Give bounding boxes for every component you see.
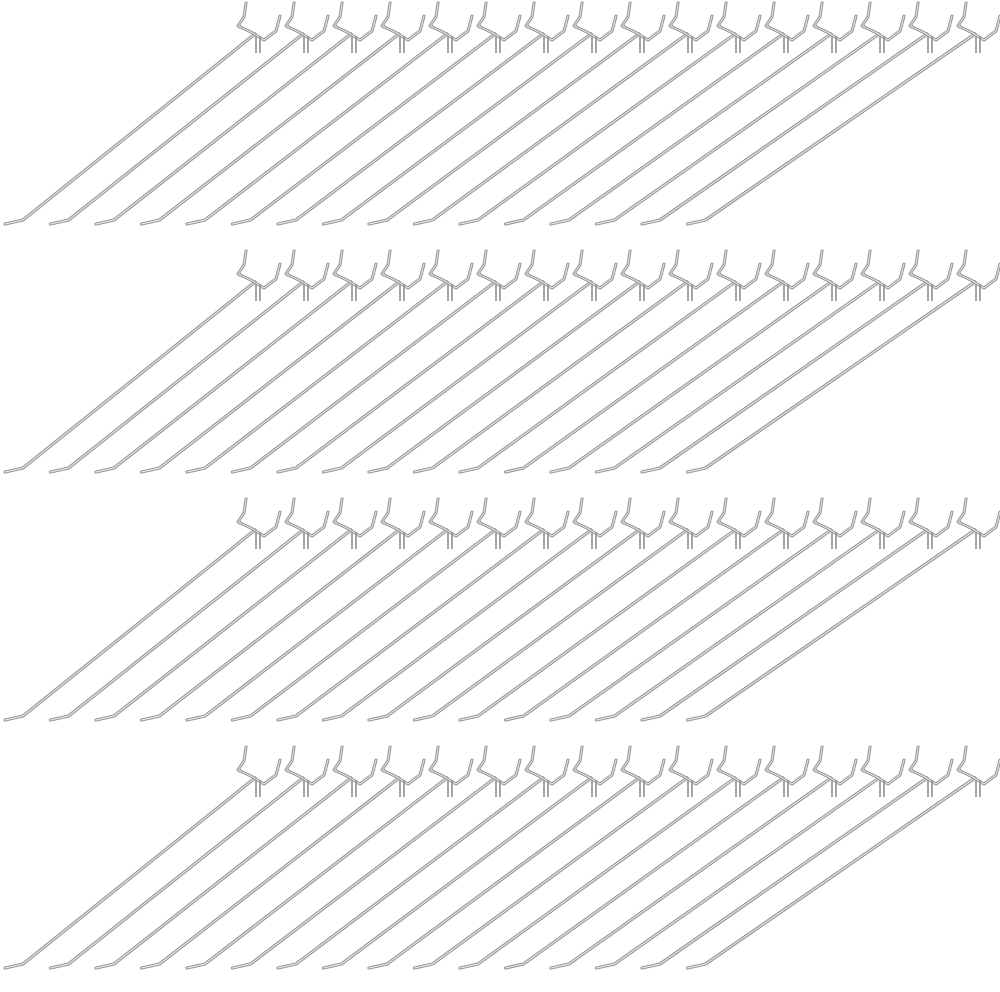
pegboard-hook	[230, 497, 522, 722]
pegboard-hook	[48, 497, 330, 722]
pegboard-hook	[321, 1, 618, 226]
pegboard-hook	[139, 1, 426, 226]
pegboard-hook	[139, 745, 426, 970]
pegboard-hook	[685, 1, 1000, 226]
pegboard-hook	[230, 249, 522, 474]
pegboard-hook	[139, 249, 426, 474]
pegboard-hook	[685, 497, 1000, 722]
pegboard-hook	[594, 497, 906, 722]
pegboard-hook	[685, 745, 1000, 970]
hook-row	[3, 497, 1000, 722]
pegboard-hook	[3, 497, 282, 722]
pegboard-hook	[3, 249, 282, 474]
pegboard-hook	[230, 1, 522, 226]
pegboard-hook	[412, 249, 714, 474]
pegboard-hook	[321, 249, 618, 474]
pegboard-hook	[185, 249, 474, 474]
pegboard-hook	[412, 497, 714, 722]
pegboard-hook	[640, 1, 954, 226]
pegboard-hook	[594, 1, 906, 226]
pegboard-hook	[276, 745, 570, 970]
pegboard-hook	[503, 497, 810, 722]
pegboard-hook	[458, 249, 762, 474]
pegboard-hook	[94, 249, 378, 474]
pegboard-hook	[94, 497, 378, 722]
pegboard-hook	[48, 249, 330, 474]
pegboard-hook	[367, 249, 666, 474]
hook-row	[3, 1, 1000, 226]
pegboard-hook	[685, 249, 1000, 474]
pegboard-hook	[412, 1, 714, 226]
pegboard-hook	[48, 745, 330, 970]
hook-row	[3, 745, 1000, 970]
pegboard-hook	[321, 745, 618, 970]
hook-row	[3, 249, 1000, 474]
pegboard-hook	[3, 745, 282, 970]
pegboard-hook	[3, 1, 282, 226]
pegboard-hook	[458, 1, 762, 226]
pegboard-hook	[185, 1, 474, 226]
pegboard-hook	[48, 1, 330, 226]
pegboard-hook	[276, 497, 570, 722]
pegboard-hook	[276, 249, 570, 474]
pegboard-hook	[367, 745, 666, 970]
pegboard-hook	[549, 1, 858, 226]
pegboard-hook	[640, 249, 954, 474]
pegboard-hook	[549, 497, 858, 722]
pegboard-hook	[640, 745, 954, 970]
pegboard-hook	[230, 745, 522, 970]
pegboard-hook	[503, 1, 810, 226]
pegboard-hook	[321, 497, 618, 722]
pegboard-hook	[185, 497, 474, 722]
pegboard-hook	[503, 249, 810, 474]
pegboard-hook	[94, 745, 378, 970]
pegboard-hook	[185, 745, 474, 970]
pegboard-hook	[458, 745, 762, 970]
pegboard-hook	[549, 745, 858, 970]
pegboard-hook	[458, 497, 762, 722]
pegboard-hook	[412, 745, 714, 970]
pegboard-hook	[594, 249, 906, 474]
pegboard-hook	[549, 249, 858, 474]
pegboard-hook	[139, 497, 426, 722]
pegboard-hook	[503, 745, 810, 970]
pegboard-hook	[94, 1, 378, 226]
pegboard-hook	[367, 497, 666, 722]
pegboard-hook	[367, 1, 666, 226]
pegboard-hook	[276, 1, 570, 226]
pegboard-hook	[640, 497, 954, 722]
pegboard-hook	[594, 745, 906, 970]
